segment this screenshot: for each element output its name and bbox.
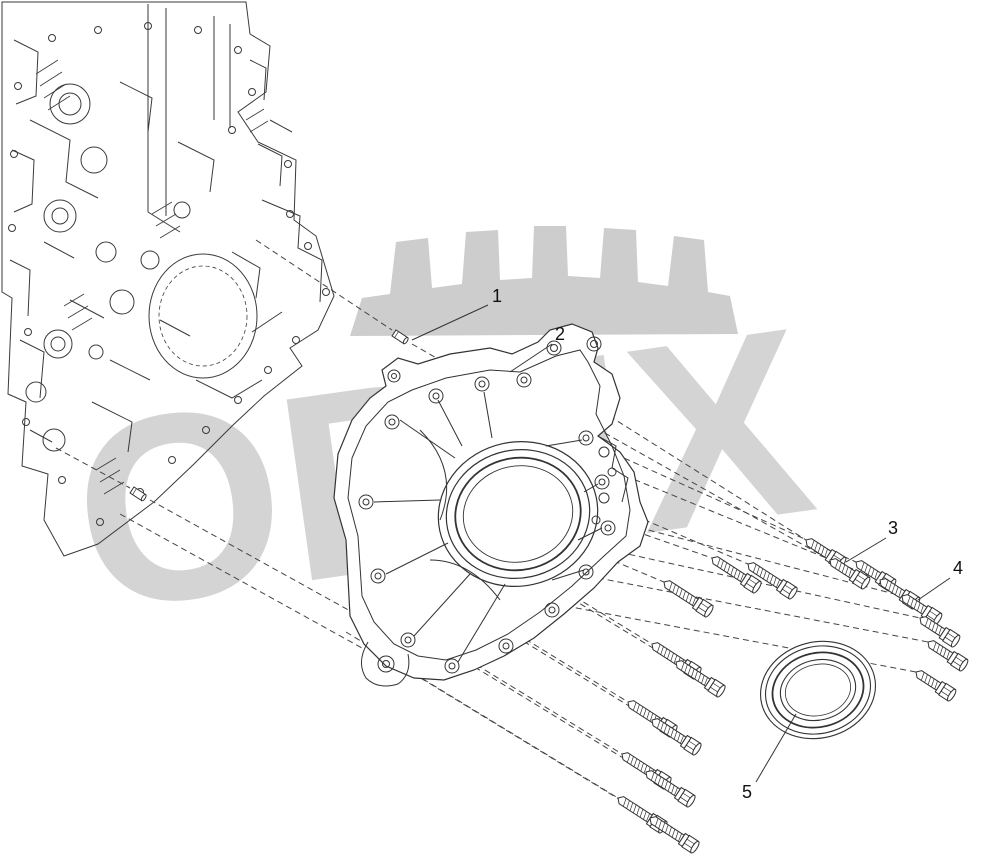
bolt-long [641,765,698,809]
gear-watermark [350,226,738,336]
block-bolt-holes [8,22,330,526]
callout-1-label[interactable]: 1 [492,286,502,306]
bolt-long [645,811,702,855]
callout-4-label[interactable]: 4 [953,558,963,578]
bolt-long [647,713,704,757]
callout-3: 3 [845,518,898,563]
bolt-long [671,655,728,699]
callout-5-label[interactable]: 5 [742,782,752,802]
callout-4: 4 [917,558,963,601]
block-hatching [35,59,269,495]
callout-5: 5 [742,713,797,802]
seal-ring [759,640,877,740]
callout-4-leader [917,577,951,601]
housing-foot [361,369,410,687]
callout-1-leader [411,304,489,341]
housing-right-bracket [591,435,629,525]
callout-2: 2 [509,324,565,373]
housing-cover [333,323,649,687]
callouts: 1 2 3 4 5 [411,286,963,802]
callout-2-label[interactable]: 2 [555,324,565,344]
callout-2-leader [509,343,553,373]
housing-center-bore [437,441,599,587]
callout-3-leader [845,537,887,563]
callout-1: 1 [411,286,502,341]
callout-3-label[interactable]: 3 [888,518,898,538]
housing-ribs [373,391,603,663]
callout-5-leader [755,713,797,783]
bolt-short [911,665,958,703]
engine-block [1,1,335,557]
